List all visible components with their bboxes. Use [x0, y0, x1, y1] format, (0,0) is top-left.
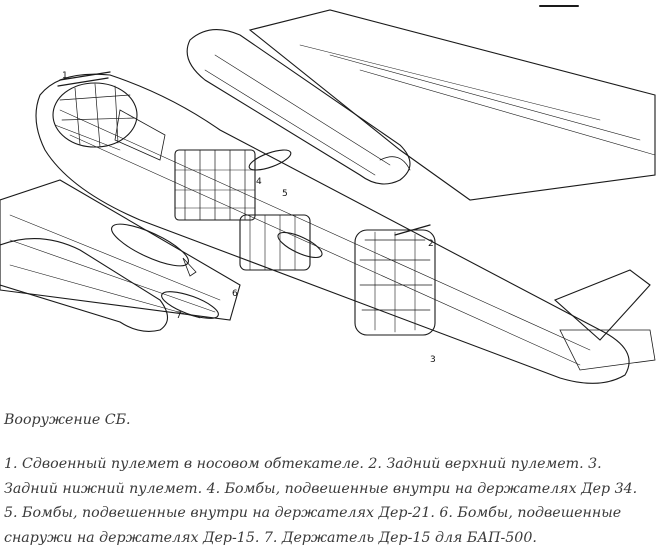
fuselage	[35, 73, 630, 384]
bomb-bay	[174, 149, 311, 271]
rear-gunner-position	[354, 224, 436, 336]
aircraft-cutaway-drawing: 1 2 3 4 5 6 7	[0, 5, 656, 384]
callout-4: 4	[256, 177, 262, 187]
callout-1: 1	[62, 71, 68, 81]
engine-nacelle-top	[186, 29, 411, 185]
callout-2: 2	[428, 239, 434, 249]
external-bombs	[111, 223, 219, 319]
nose-glazing	[52, 82, 166, 161]
callout-5: 5	[282, 189, 288, 199]
figure-legend: 1. Сдвоенный пулемет в носовом обтекател…	[4, 456, 638, 546]
bomb-internal	[248, 149, 292, 171]
figure-caption: Вооружение СБ.	[4, 412, 131, 428]
tail	[553, 269, 651, 341]
upper-wing	[248, 9, 656, 201]
callout-3: 3	[430, 355, 436, 365]
lower-wing	[0, 179, 241, 321]
callout-6: 6	[232, 289, 238, 299]
callout-labels: 1 2 3 4 5 6 7	[62, 71, 436, 365]
engine-nacelle-lower	[0, 238, 169, 332]
nose-machine-guns	[57, 71, 111, 87]
callout-7: 7	[176, 311, 182, 321]
